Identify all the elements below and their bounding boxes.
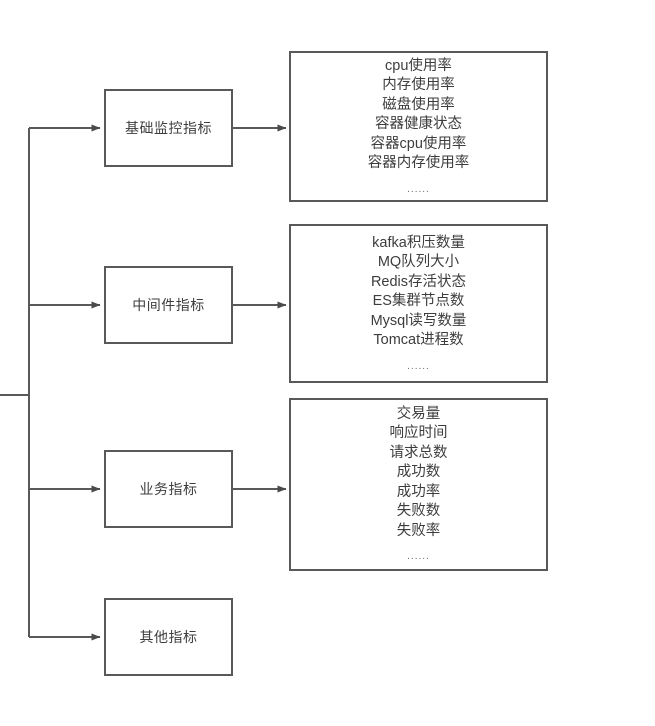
list-middleware: kafka积压数量 MQ队列大小 Redis存活状态 ES集群节点数 Mysql… bbox=[289, 224, 548, 383]
list-item: 请求总数 bbox=[389, 444, 448, 461]
node-middleware-label: 中间件指标 bbox=[132, 297, 205, 313]
list-item: 容器cpu使用率 bbox=[370, 135, 467, 152]
list-item: kafka积压数量 bbox=[372, 234, 465, 251]
list-ellipsis: ...... bbox=[407, 551, 430, 563]
list-item: 磁盘使用率 bbox=[382, 96, 455, 113]
node-business-label: 业务指标 bbox=[139, 481, 198, 497]
node-other-label: 其他指标 bbox=[139, 629, 198, 645]
list-item: 交易量 bbox=[396, 405, 441, 422]
list-item: Redis存活状态 bbox=[370, 273, 467, 290]
list-item: 失败率 bbox=[396, 522, 441, 539]
list-business: 交易量 响应时间 请求总数 成功数 成功率 失败数 失败率 ...... bbox=[289, 398, 548, 571]
node-middleware[interactable]: 中间件指标 bbox=[104, 266, 233, 344]
list-item: 成功率 bbox=[396, 483, 441, 500]
list-item: 内存使用率 bbox=[382, 77, 455, 93]
list-item: Tomcat进程数 bbox=[373, 332, 464, 348]
node-basic-monitoring[interactable]: 基础监控指标 bbox=[104, 89, 233, 167]
node-business[interactable]: 业务指标 bbox=[104, 450, 233, 528]
list-item: 成功数 bbox=[396, 464, 441, 481]
list-item: Mysql读写数量 bbox=[370, 312, 467, 329]
list-basic-monitoring: cpu使用率 内存使用率 磁盘使用率 容器健康状态 容器cpu使用率 容器内存使… bbox=[289, 51, 548, 202]
list-item: MQ队列大小 bbox=[377, 254, 460, 270]
node-basic-monitoring-label: 基础监控指标 bbox=[125, 120, 212, 136]
list-item: 容器内存使用率 bbox=[367, 155, 470, 171]
list-item: 响应时间 bbox=[389, 425, 448, 442]
list-item: cpu使用率 bbox=[385, 57, 452, 74]
list-item: 容器健康状态 bbox=[375, 116, 462, 132]
list-item: ES集群节点数 bbox=[372, 293, 465, 309]
list-ellipsis: ...... bbox=[407, 360, 430, 372]
node-other[interactable]: 其他指标 bbox=[104, 598, 233, 676]
list-ellipsis: ...... bbox=[407, 183, 430, 195]
list-item: 失败数 bbox=[396, 503, 441, 520]
